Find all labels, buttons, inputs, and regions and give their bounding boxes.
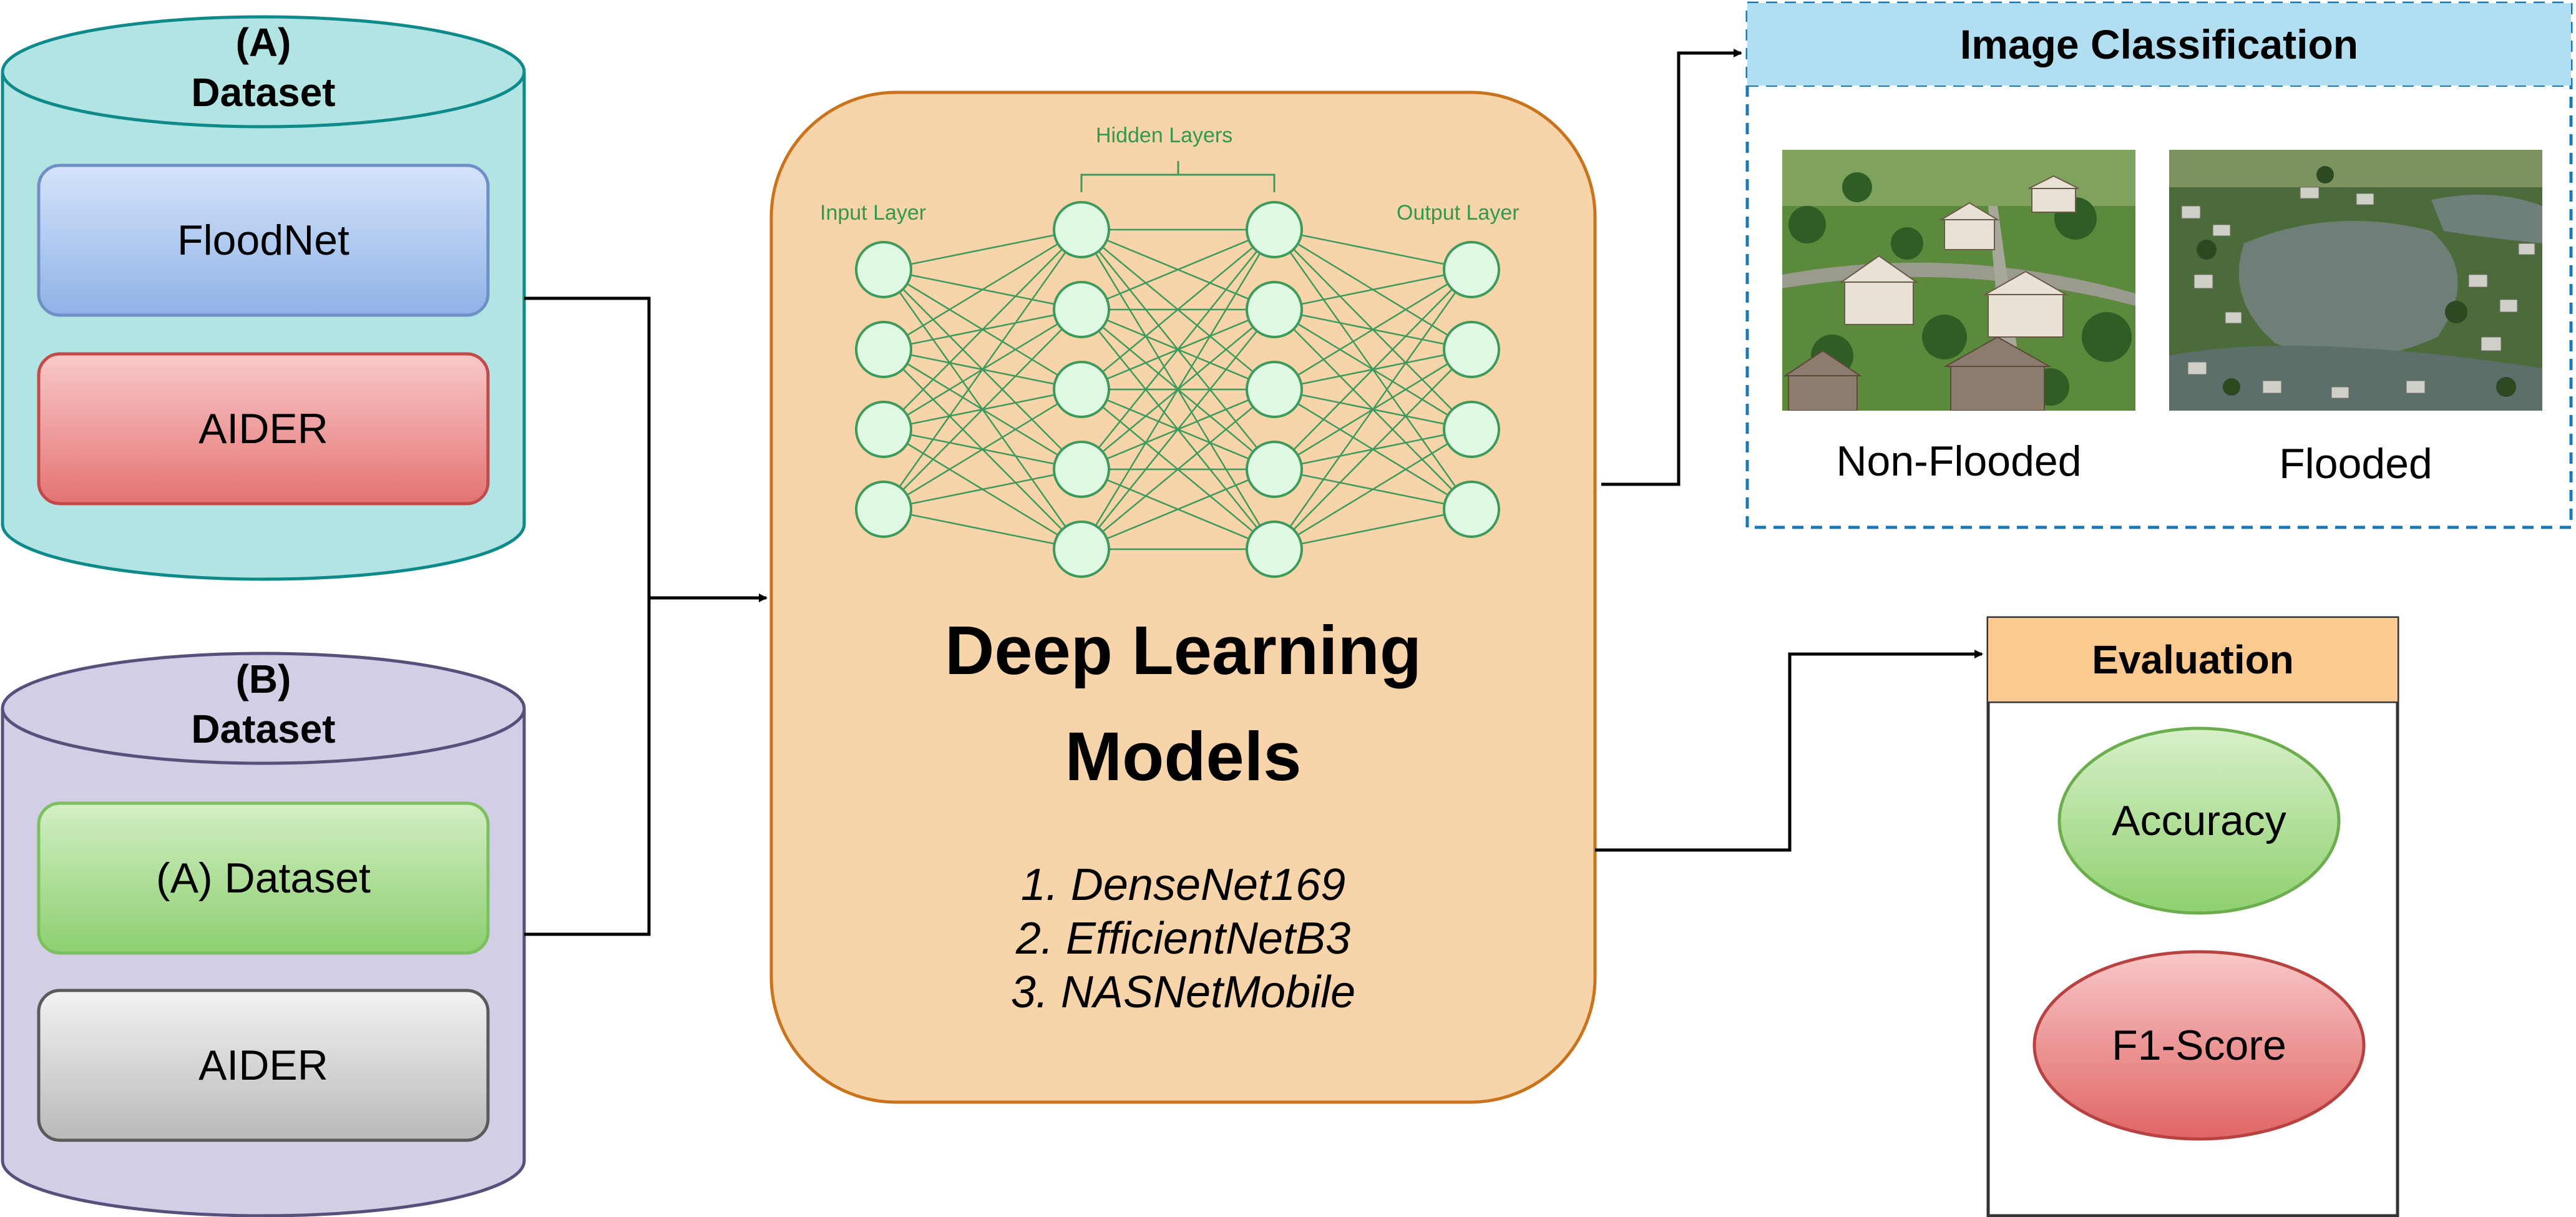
nn-node bbox=[855, 481, 912, 538]
nn-edge bbox=[883, 388, 1082, 511]
nn-edge bbox=[1081, 468, 1275, 550]
evaluation-header: Evaluation bbox=[1988, 618, 2398, 701]
nn-node bbox=[1246, 201, 1303, 258]
flooded-image bbox=[2169, 150, 2542, 411]
nn-node bbox=[1053, 441, 1110, 498]
nn-node bbox=[1246, 361, 1303, 418]
floodnet-box: FloodNet bbox=[39, 165, 488, 315]
flooded-caption: Flooded bbox=[2279, 440, 2432, 487]
nn-node bbox=[1053, 281, 1110, 338]
nn-node bbox=[1246, 281, 1303, 338]
deep-learning-title-line2: Models bbox=[1065, 718, 1302, 795]
nn-edge bbox=[883, 229, 1082, 430]
nn-edge bbox=[1081, 229, 1275, 390]
a-dataset-label: (A) Dataset bbox=[156, 854, 371, 902]
nn-edge bbox=[1081, 229, 1275, 470]
aider-a-label: AIDER bbox=[198, 405, 328, 452]
nn-edge bbox=[1274, 349, 1472, 550]
input-layer-label: Input Layer bbox=[820, 201, 927, 225]
a-dataset-box-shape bbox=[37, 801, 490, 955]
nn-node bbox=[1053, 521, 1110, 578]
nn-edge bbox=[883, 508, 1082, 550]
f1-oval-shape bbox=[2032, 950, 2366, 1141]
nn-node bbox=[1443, 321, 1500, 378]
accuracy-label: Accuracy bbox=[2112, 797, 2286, 844]
nn-edge bbox=[1274, 268, 1472, 311]
aider-box-a: AIDER bbox=[39, 354, 488, 504]
accuracy-oval-shape bbox=[2057, 726, 2341, 915]
model-list: 1. DenseNet169 2. EfficientNetB3 3. NASN… bbox=[771, 858, 1595, 1019]
nn-edge bbox=[1273, 269, 1473, 550]
accuracy-oval: Accuracy bbox=[2059, 728, 2339, 913]
nn-edge bbox=[883, 309, 1082, 510]
nn-edge bbox=[1080, 229, 1276, 550]
nn-node bbox=[1443, 241, 1500, 298]
nn-node bbox=[1053, 361, 1110, 418]
aider-box-b: AIDER bbox=[39, 990, 488, 1140]
nn-node bbox=[1246, 441, 1303, 498]
nn-node bbox=[1053, 201, 1110, 258]
non-flooded-caption: Non-Flooded bbox=[1836, 437, 2082, 485]
nn-edge bbox=[1081, 309, 1275, 550]
nn-edge bbox=[1274, 269, 1472, 470]
nn-edge bbox=[883, 468, 1082, 511]
nn-node bbox=[855, 401, 912, 458]
neural-network-illustration bbox=[855, 161, 1500, 578]
model-item: 3. NASNetMobile bbox=[1010, 967, 1356, 1017]
deep-learning-title: Deep Learning Models bbox=[771, 598, 1595, 810]
nn-edge bbox=[1274, 508, 1472, 550]
deep-learning-title-line1: Deep Learning bbox=[944, 612, 1422, 689]
f1-score-label: F1-Score bbox=[2112, 1022, 2286, 1069]
non-flooded-image bbox=[1782, 150, 2135, 411]
dataset-b-id: (B) bbox=[235, 657, 291, 701]
dataset-a-title: Dataset bbox=[191, 70, 336, 115]
nn-node bbox=[855, 241, 912, 298]
nn-node bbox=[1443, 401, 1500, 458]
dataset-b-title: Dataset bbox=[191, 706, 336, 751]
nn-edge bbox=[883, 228, 1082, 271]
nn-edge bbox=[883, 228, 1082, 351]
nn-edge bbox=[1081, 228, 1275, 311]
a-dataset-box: (A) Dataset bbox=[39, 803, 488, 953]
nn-edge bbox=[1274, 428, 1472, 550]
nn-node bbox=[1443, 481, 1500, 538]
aider-gray-box-shape bbox=[37, 989, 490, 1142]
nn-node bbox=[855, 321, 912, 378]
nn-edge bbox=[1274, 228, 1472, 271]
nn-edge bbox=[1081, 389, 1275, 550]
dataset-a-label: (A) Dataset bbox=[2, 17, 524, 117]
classification-header: Image Classification bbox=[1747, 3, 2571, 86]
dataset-a-id: (A) bbox=[235, 20, 291, 65]
hidden-layers-label: Hidden Layers bbox=[1096, 124, 1233, 147]
output-layer-label: Output Layer bbox=[1397, 201, 1520, 225]
deep-learning-box bbox=[769, 90, 1597, 1104]
model-item: 2. EfficientNetB3 bbox=[1015, 914, 1351, 964]
nn-node bbox=[1246, 521, 1303, 578]
floodnet-label: FloodNet bbox=[177, 217, 349, 264]
model-item: 1. DenseNet169 bbox=[1020, 860, 1346, 910]
aider-b-label: AIDER bbox=[198, 1042, 328, 1089]
nn-edge bbox=[882, 229, 1083, 510]
floodnet-box-shape bbox=[37, 164, 490, 317]
classification-title: Image Classification bbox=[1959, 21, 2359, 67]
nn-edge bbox=[1274, 268, 1472, 391]
evaluation-title: Evaluation bbox=[2092, 637, 2294, 682]
connector-lines bbox=[524, 49, 1983, 936]
aider-red-box-shape bbox=[37, 352, 490, 506]
dataset-b-label: (B) Dataset bbox=[2, 654, 524, 754]
f1-score-oval: F1-Score bbox=[2034, 952, 2364, 1139]
